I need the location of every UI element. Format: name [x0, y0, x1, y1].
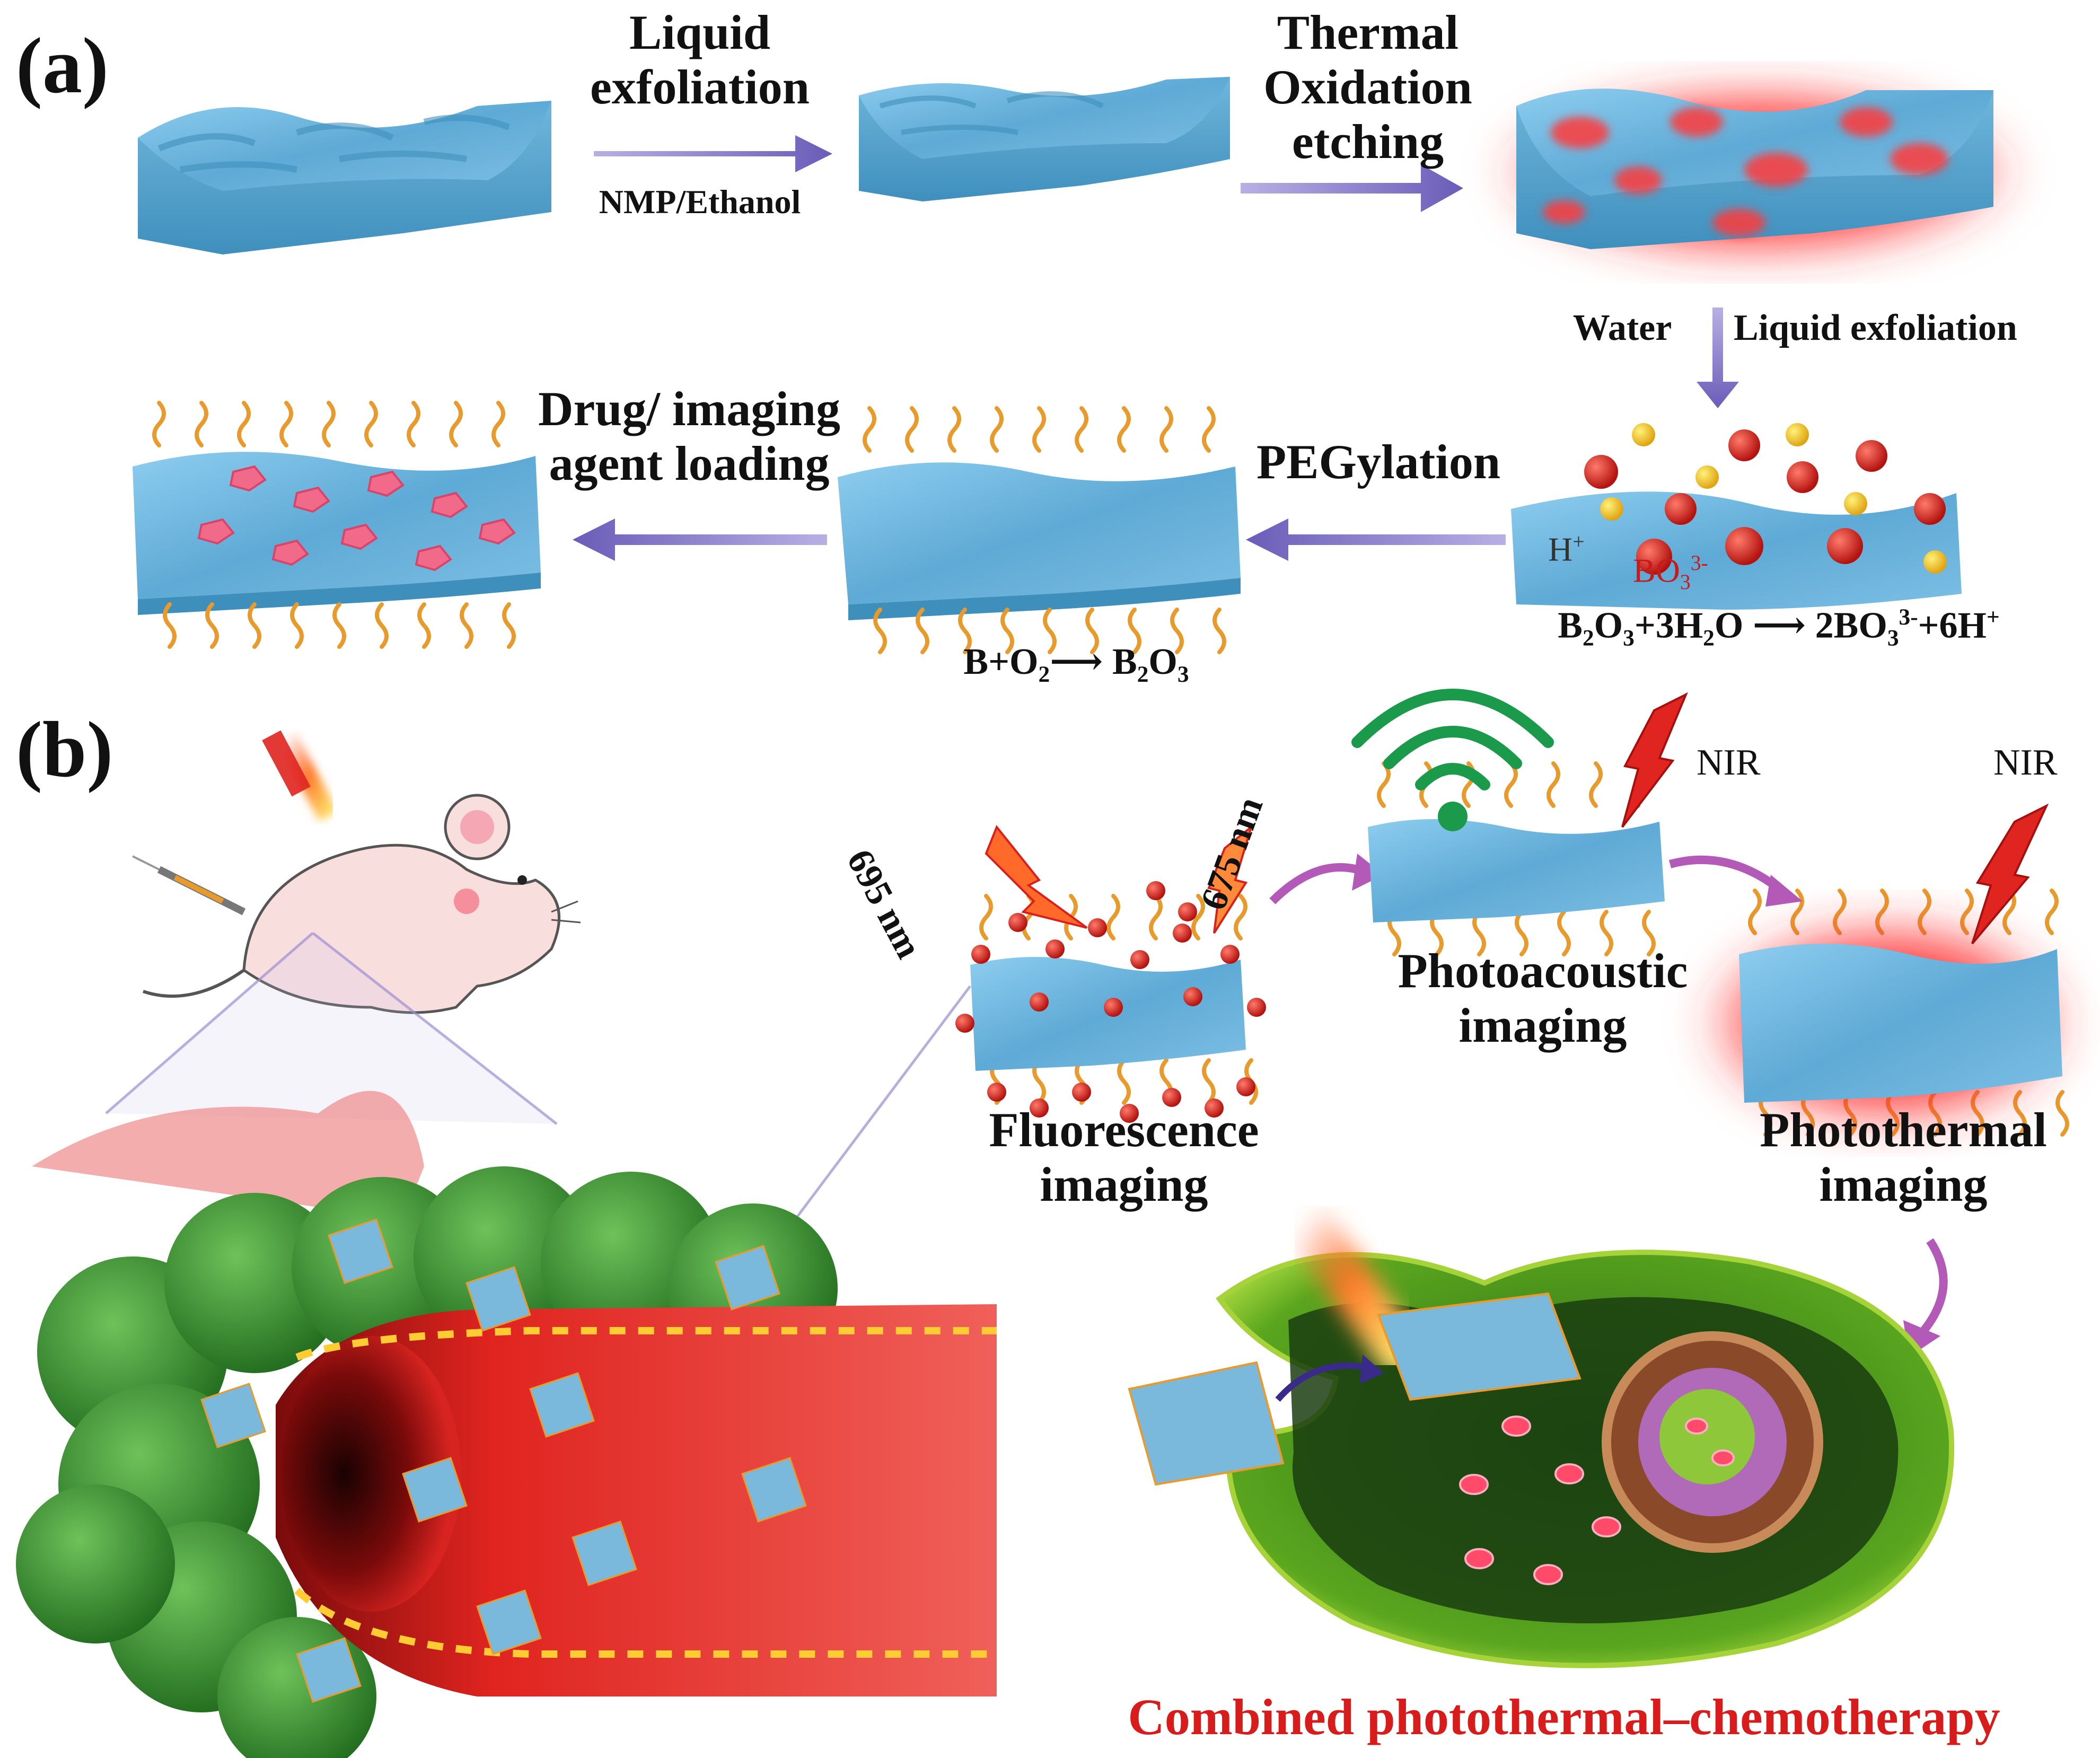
tumor-tissue [16, 1091, 838, 1758]
label-photothermal-imaging: Photothermal imaging [1760, 1103, 2047, 1212]
mouse-illustration [132, 730, 581, 1014]
proton-ions [1600, 423, 1947, 574]
equation-hydrolysis: B2O3+3H2O ⟶ 2BO33-+6H+ [1558, 604, 2000, 651]
arrow-exfoliation [594, 135, 832, 172]
label-nir-2: NIR [1993, 742, 2058, 783]
pegylated-sheet [838, 462, 1241, 620]
sheet-label-bo3: BO33- [1633, 551, 1708, 594]
equation-oxidation: B+O2⟶ B2O3 [963, 641, 1189, 687]
label-thermal-oxidation: Thermal Oxidation etching [1263, 5, 1472, 169]
nir-bolt-icon-2 [1971, 803, 2049, 945]
oxidized-boron-sheet [1490, 80, 2025, 265]
hydrolysis-sheet [1511, 423, 1962, 610]
drug-loaded-sheet [133, 452, 541, 615]
label-nmp-ethanol: NMP/Ethanol [599, 183, 801, 221]
bulk-boron-slab [138, 101, 551, 254]
nir-bolt-icon-1 [1621, 692, 1688, 828]
label-water: Water [1572, 307, 1672, 348]
arrow-water-exfoliation [1697, 307, 1739, 408]
blood-vessel [276, 1304, 997, 1697]
label-combined-therapy: Combined photothermal–chemotherapy [1128, 1689, 2000, 1745]
panel-label-a: (a) [16, 22, 109, 110]
arrow-pegylation [1246, 518, 1506, 561]
label-liquid-exfoliation-2: Liquid exfoliation [1734, 307, 2017, 348]
tumor-cell [1128, 1196, 1955, 1668]
arrow-oxidation [1241, 164, 1463, 212]
emission-bolt-icon [1207, 824, 1253, 934]
exfoliated-boron-sheet [859, 77, 1230, 201]
label-drug-loading: Drug/ imaging agent loading [538, 382, 840, 491]
label-nir-1: NIR [1697, 742, 1761, 783]
circulating-nanosheets [200, 1218, 807, 1703]
reaction-arrow-icon: ⟶ [1752, 605, 1806, 646]
reaction-arrow-icon: ⟶ [1050, 641, 1103, 682]
zoom-lines [105, 932, 971, 1220]
excitation-bolt-icon [985, 825, 1088, 929]
sheet-label-h: H+ [1548, 530, 1585, 568]
label-fluorescence-imaging: Fluorescence imaging [989, 1103, 1259, 1212]
panel-label-b: (b) [16, 706, 113, 794]
photothermal-nanosheet [1697, 912, 2078, 1135]
label-liquid-exfoliation: Liquid exfoliation [590, 5, 810, 115]
label-pegylation: PEGylation [1256, 435, 1501, 489]
arrow-drug-loading [573, 518, 827, 561]
photoacoustic-nanosheet [1351, 689, 1665, 922]
borate-ions [1584, 429, 1946, 575]
label-photoacoustic-imaging: Photoacoustic imaging [1398, 944, 1688, 1053]
fluorescence-nanosheet [955, 881, 1266, 1123]
